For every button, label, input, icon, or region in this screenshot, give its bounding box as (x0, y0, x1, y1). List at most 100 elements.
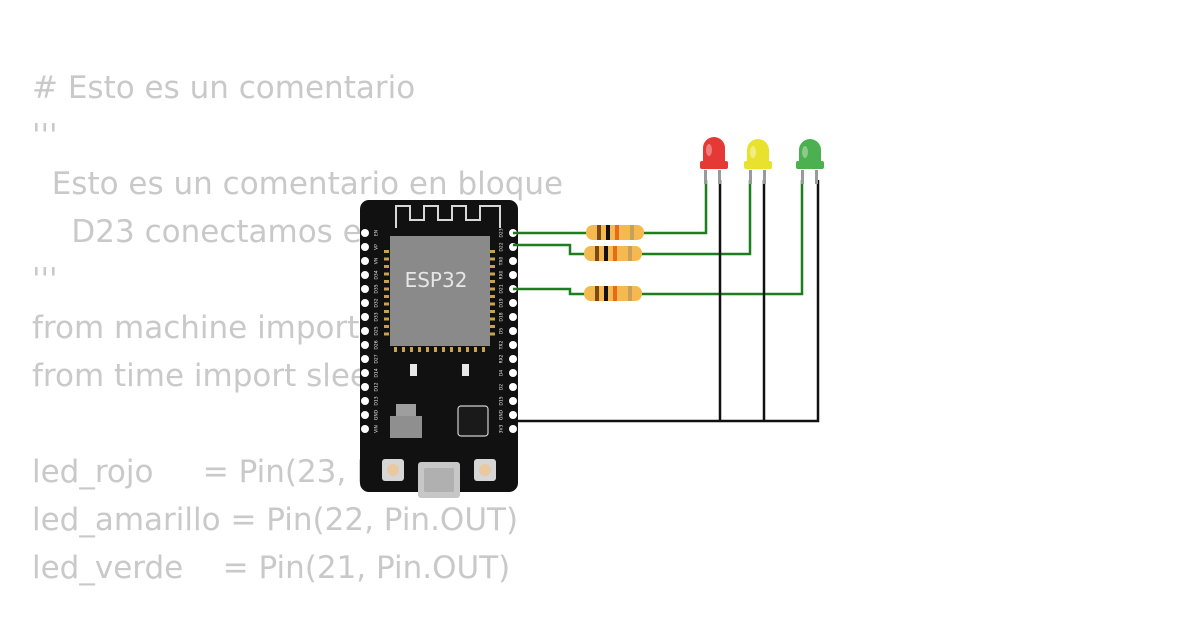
pin-label: D13 (374, 396, 380, 405)
chip-pad (384, 272, 389, 276)
code-line: Esto es un comentario en bloque (32, 166, 564, 202)
left-pin-header: ENVPVND34D35D32D33D25D26D27D14D12D13GNDV… (361, 229, 380, 433)
pin-3v3 (509, 425, 517, 433)
chip-pad (490, 272, 495, 276)
pin-vn (361, 257, 369, 265)
pin-label: TX0 (499, 257, 505, 267)
code-line: led_rojo = Pin(23, Pi (32, 454, 383, 490)
chip-pad (490, 310, 495, 313)
pin-label: D23 (499, 228, 505, 237)
chip-pad (402, 347, 405, 352)
pin-label: D19 (499, 298, 505, 307)
pin-tx2 (509, 341, 517, 349)
pin-label: D21 (499, 284, 505, 293)
pin-d14 (361, 369, 369, 377)
chip-pad (442, 347, 445, 352)
pin-label: D14 (374, 368, 380, 377)
wire-green-led (642, 180, 804, 296)
pin-label: D5 (499, 328, 505, 334)
resistor-2 (584, 246, 642, 261)
chip-pad (434, 347, 437, 352)
chip-pad (482, 347, 485, 352)
chip-pad (410, 347, 413, 352)
pin-label: EN (374, 230, 380, 236)
chip-pad (384, 317, 389, 321)
chip-pad (384, 302, 389, 306)
chip-pad (490, 325, 495, 328)
chip-pad (384, 332, 389, 336)
smd-component (462, 364, 469, 376)
pin-label: D25 (374, 326, 380, 335)
pin-d27 (361, 355, 369, 363)
pin-d18 (509, 313, 517, 321)
chip-pad (384, 287, 389, 291)
pin-gnd (361, 411, 369, 419)
chip-pad (384, 250, 389, 253)
esp32-board: ESP32 ENVPVND34D35D32D33D25D26D27D14D12D… (360, 200, 518, 498)
wire-gnd-green (513, 180, 820, 423)
pin-label: D2 (499, 384, 505, 390)
pin-label: VIN (374, 425, 380, 433)
code-line: led_amarillo = Pin(22, Pin.OUT) (32, 502, 519, 538)
pin-d25 (361, 327, 369, 335)
chip-pad (490, 287, 495, 291)
pin-label: D4 (499, 370, 505, 376)
pin-d19 (509, 299, 517, 307)
code-line: # Esto es un comentario (32, 70, 416, 106)
pin-d15 (509, 397, 517, 405)
chip-pad (450, 347, 453, 352)
pin-rx0 (509, 271, 517, 279)
code-listing: # Esto es un comentario ''' Esto es un co… (32, 64, 563, 592)
chip-pad (490, 250, 495, 253)
chip-pad (490, 332, 495, 336)
wire-d21 (513, 287, 586, 296)
pin-d32 (361, 299, 369, 307)
code-line: ''' (32, 118, 58, 154)
pin-label: VP (374, 244, 380, 250)
chip-pad (466, 347, 469, 352)
chip-pad (490, 257, 495, 261)
pin-rx2 (509, 355, 517, 363)
pin-label: GND (499, 409, 505, 420)
pin-label: D22 (499, 242, 505, 251)
chip-label: ESP32 (405, 268, 468, 292)
pin-label: D35 (374, 284, 380, 293)
code-line: ''' (32, 262, 58, 298)
pin-label: D12 (374, 382, 380, 391)
smd-component (410, 364, 417, 376)
pin-label: D33 (374, 312, 380, 321)
pin-gnd (509, 411, 517, 419)
pin-d26 (361, 341, 369, 349)
yellow-led (744, 139, 772, 184)
boot-button-knob (387, 464, 399, 476)
pin-vin (361, 425, 369, 433)
code-line: from machine import (32, 310, 360, 346)
code-line: from time import slee (32, 358, 370, 394)
usb-serial-chip (457, 405, 489, 437)
reset-button-knob (479, 464, 491, 476)
pin-d34 (361, 271, 369, 279)
pin-label: D26 (374, 340, 380, 349)
pin-d33 (361, 313, 369, 321)
chip-pad (384, 265, 389, 268)
pin-en (361, 229, 369, 237)
pin-label: VN (374, 258, 380, 264)
wire-d22 (513, 243, 586, 256)
chip-pad (384, 257, 389, 261)
chip-pad (490, 265, 495, 268)
wire-yellow-led (642, 180, 752, 256)
resistor-3 (584, 286, 642, 301)
usb-port (424, 468, 454, 492)
chip-pad (490, 280, 495, 283)
pin-d13 (361, 397, 369, 405)
chip-pad (384, 325, 389, 328)
chip-pad (418, 347, 421, 352)
chip-pad (384, 280, 389, 283)
pin-label: GND (374, 409, 380, 420)
voltage-regulator (390, 416, 422, 438)
esp32-chip (390, 236, 490, 346)
pin-label: TX2 (499, 341, 505, 351)
red-led (700, 137, 728, 184)
regulator-tab (396, 404, 416, 416)
